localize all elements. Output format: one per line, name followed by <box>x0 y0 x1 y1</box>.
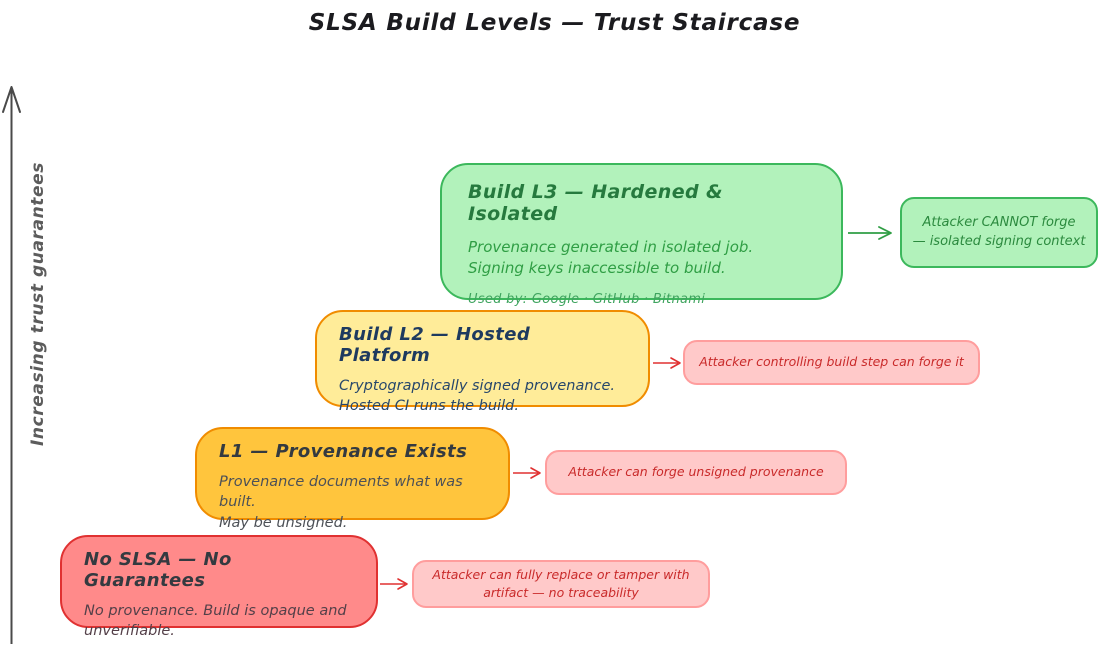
level-body-line: May be unsigned. <box>219 514 348 531</box>
level-body: No provenance. Build is opaque and unver… <box>84 601 354 642</box>
level-used-by: Used by: Google · GitHub · Bitnami <box>468 292 706 307</box>
level-body-line: Provenance generated in isolated job. <box>468 238 754 256</box>
level-title: Build L2 — Hosted Platform <box>339 324 531 366</box>
callout-line: Attacker can fully replace or tamper wit… <box>432 566 690 582</box>
level-body-line: Cryptographically signed provenance. <box>339 378 616 394</box>
callout-line: — isolated signing context <box>912 233 1086 249</box>
arrow-build-l3-icon <box>848 226 892 240</box>
arrow-no-slsa-icon <box>380 578 408 590</box>
level-body-line: No provenance. Build is opaque and <box>84 603 347 619</box>
level-body-line: Hosted CI runs the build. <box>339 398 519 415</box>
callout-line: Attacker controlling build step can forg… <box>699 354 964 370</box>
level-body: Provenance generated in isolated job. Si… <box>468 237 815 279</box>
arrow-build-l2-icon <box>653 357 681 369</box>
level-body-line: unverifiable. <box>84 623 175 640</box>
trust-axis-label: Increasing trust guarantees <box>28 162 48 447</box>
level-card-build-l1: L1 — Provenance Exists Provenance docume… <box>195 427 510 531</box>
trust-axis-arrow-icon <box>2 86 21 644</box>
level-card-build-l2: Build L2 — Hosted Platform Cryptographic… <box>315 310 650 414</box>
callout-line: Attacker CANNOT forge <box>922 214 1076 230</box>
level-body: Cryptographically signed provenance. Hos… <box>339 376 626 417</box>
level-body-line: Signing keys inaccessible to build. <box>468 259 726 277</box>
page-title: SLSA Build Levels — Trust Staircase <box>308 10 801 36</box>
callout-line: Attacker can forge unsigned provenance <box>568 464 824 480</box>
arrow-build-l1-icon <box>513 467 541 479</box>
callout-no-slsa: Attacker can fully replace or tamper wit… <box>412 560 710 608</box>
level-card-build-l3: Build L3 — Hardened & Isolated Provenanc… <box>440 163 843 307</box>
level-title: No SLSA — No Guarantees <box>84 549 232 591</box>
callout-line: artifact — no traceability <box>483 585 639 600</box>
level-body-line: Provenance documents what was built. <box>219 474 463 511</box>
callout-build-l1: Attacker can forge unsigned provenance <box>545 450 847 495</box>
level-card-no-slsa: No SLSA — No Guarantees No provenance. B… <box>60 535 378 639</box>
callout-build-l3: Attacker CANNOT forge — isolated signing… <box>900 197 1098 268</box>
level-title: L1 — Provenance Exists <box>219 441 468 462</box>
callout-build-l2: Attacker controlling build step can forg… <box>683 340 980 385</box>
level-body: Provenance documents what was built. May… <box>219 472 486 533</box>
level-title: Build L3 — Hardened & Isolated <box>468 181 723 225</box>
